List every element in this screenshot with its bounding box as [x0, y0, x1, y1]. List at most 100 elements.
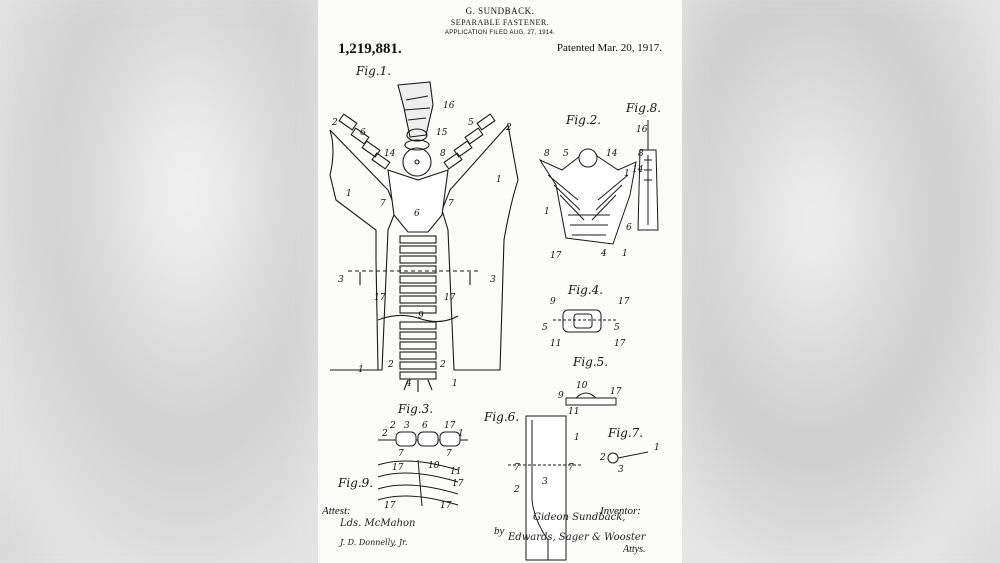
svg-text:17: 17	[618, 297, 630, 307]
svg-text:17: 17	[374, 293, 386, 303]
svg-text:1: 1	[544, 207, 550, 217]
svg-text:7: 7	[398, 449, 404, 459]
svg-text:6: 6	[360, 128, 366, 138]
svg-text:10: 10	[576, 381, 588, 391]
attest-label: Attest:	[322, 505, 351, 517]
by-label: by	[494, 525, 505, 537]
svg-text:1: 1	[358, 365, 364, 375]
svg-text:11: 11	[450, 467, 461, 477]
svg-text:4: 4	[600, 249, 607, 259]
fig5-drawing	[565, 392, 617, 406]
svg-text:5: 5	[563, 149, 569, 159]
svg-text:1: 1	[622, 249, 628, 259]
svg-text:17: 17	[440, 501, 452, 511]
svg-text:14: 14	[632, 165, 644, 175]
blurred-left-panel	[0, 0, 325, 563]
patent-sheet: G. SUNDBACK. SEPARABLE FASTENER. APPLICA…	[318, 0, 682, 563]
svg-text:5: 5	[542, 323, 548, 333]
svg-text:17: 17	[614, 339, 626, 349]
patented-date: Patented Mar. 20, 1917.	[556, 42, 662, 54]
svg-text:17: 17	[392, 463, 404, 473]
svg-text:8: 8	[544, 149, 550, 159]
svg-text:14: 14	[606, 149, 618, 159]
svg-text:3: 3	[490, 275, 496, 285]
svg-text:2: 2	[505, 123, 512, 133]
fig8-label: Fig.8.	[626, 101, 662, 115]
svg-text:10: 10	[428, 461, 440, 471]
fig4-drawing	[553, 309, 618, 333]
blurred-right-panel	[675, 0, 1000, 563]
svg-text:1: 1	[458, 429, 464, 439]
svg-text:7: 7	[380, 199, 386, 209]
svg-text:1: 1	[654, 443, 660, 453]
attys-label: Attys.	[623, 544, 646, 555]
svg-text:17: 17	[444, 421, 456, 431]
fig4-label: Fig.4.	[568, 283, 604, 297]
witness-signature-2: J. D. Donnelly, Jr.	[340, 538, 408, 547]
svg-text:9: 9	[558, 391, 564, 401]
fig1-label: Fig.1.	[356, 64, 392, 78]
fig2-label: Fig.2.	[566, 113, 602, 127]
svg-text:17: 17	[384, 501, 396, 511]
svg-text:17: 17	[550, 251, 562, 261]
svg-text:11: 11	[568, 407, 579, 417]
svg-text:7: 7	[446, 449, 452, 459]
svg-text:3: 3	[404, 421, 410, 431]
fig9-label: Fig.9.	[338, 476, 374, 490]
fig3-label: Fig.3.	[398, 402, 434, 416]
svg-text:2: 2	[331, 118, 338, 128]
svg-text:9: 9	[418, 311, 424, 321]
inventor-signature: Gideon Sundback,	[533, 512, 626, 523]
svg-text:2: 2	[599, 453, 606, 463]
fig7-label: Fig.7.	[608, 426, 644, 440]
attorneys-signature: Edwards, Sager & Wooster	[508, 532, 646, 543]
svg-text:1: 1	[346, 189, 352, 199]
inventor-label: Inventor:	[600, 505, 641, 517]
svg-text:15: 15	[436, 128, 448, 138]
svg-text:17: 17	[444, 293, 456, 303]
svg-text:7: 7	[514, 463, 520, 473]
fig1-zipper-drawing	[329, 81, 519, 392]
svg-text:16: 16	[636, 125, 648, 135]
fig8-drawing	[637, 120, 659, 231]
fig5-label: Fig.5.	[573, 355, 609, 369]
svg-text:11: 11	[550, 339, 561, 349]
svg-text:5: 5	[614, 323, 620, 333]
fig7-drawing	[607, 451, 649, 464]
svg-text:3: 3	[618, 465, 624, 475]
fig3-drawing	[378, 431, 468, 447]
svg-text:2: 2	[389, 421, 396, 431]
fig6-drawing	[508, 415, 583, 561]
svg-text:8: 8	[638, 149, 644, 159]
svg-text:2: 2	[439, 360, 446, 370]
svg-text:6: 6	[422, 421, 428, 431]
svg-text:7: 7	[568, 463, 574, 473]
svg-text:6: 6	[626, 223, 632, 233]
application-filed: APPLICATION FILED AUG. 27, 1914.	[444, 30, 556, 36]
svg-text:1: 1	[496, 175, 502, 185]
witness-signature-1: Lds. McMahon	[340, 518, 416, 529]
svg-text:7: 7	[448, 199, 454, 209]
svg-text:4: 4	[405, 379, 412, 389]
svg-text:3: 3	[338, 275, 344, 285]
svg-text:9: 9	[550, 297, 556, 307]
patent-number: 1,219,881.	[338, 41, 402, 57]
fig2-drawing	[538, 148, 637, 245]
svg-text:2: 2	[381, 429, 388, 439]
svg-text:3: 3	[542, 477, 548, 487]
svg-text:8: 8	[440, 149, 446, 159]
svg-text:2: 2	[513, 485, 520, 495]
svg-text:5: 5	[468, 118, 474, 128]
fig6-label: Fig.6.	[484, 410, 520, 424]
svg-text:17: 17	[452, 479, 464, 489]
fig9-drawing	[377, 459, 459, 507]
svg-text:1: 1	[574, 433, 580, 443]
svg-text:1: 1	[624, 169, 630, 179]
inventor-name-header: G. SUNDBACK.	[465, 6, 535, 16]
svg-text:2: 2	[387, 360, 394, 370]
svg-text:6: 6	[414, 209, 420, 219]
patent-title: SEPARABLE FASTENER.	[450, 18, 550, 27]
